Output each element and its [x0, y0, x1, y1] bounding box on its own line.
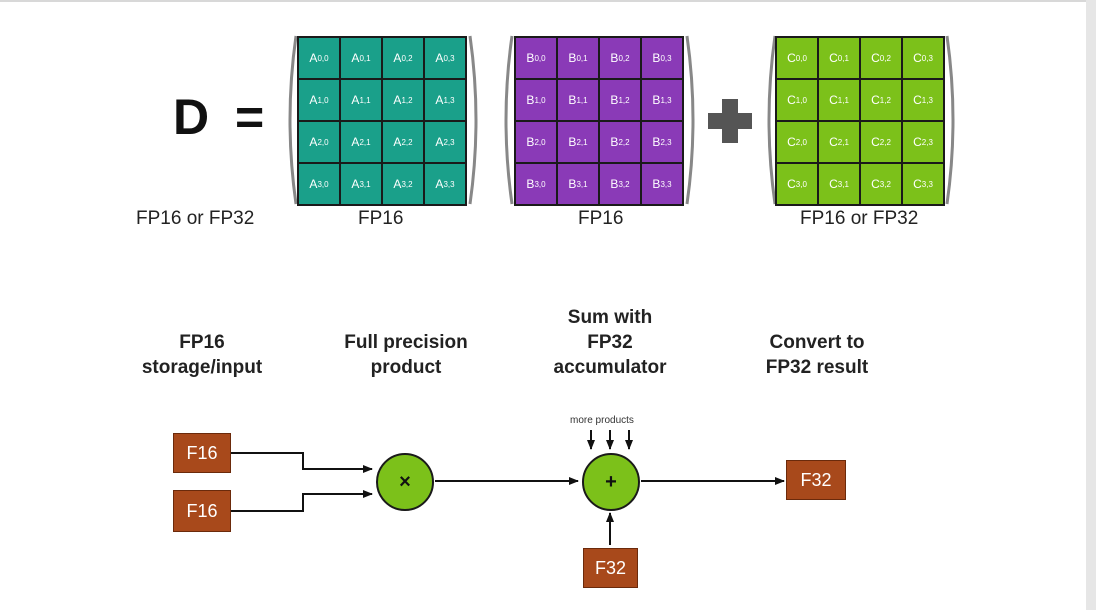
stage-convert-heading: Convert to FP32 result [752, 330, 882, 380]
left-paren-a [288, 35, 298, 205]
stage-product-line1: Full precision [344, 332, 468, 353]
wire-f16-bottom-to-multiply [231, 490, 373, 512]
accumulator-f32-box: F32 [583, 548, 638, 588]
stage-convert-line1: Convert to [769, 332, 865, 353]
stage-storage-heading: FP16 storage/input [137, 330, 267, 380]
stage-accumulate-heading: Sum with FP32 accumulator [545, 305, 675, 380]
right-paren-a [468, 35, 478, 205]
multiply-operator-icon: × [376, 453, 434, 511]
right-paren-b [685, 35, 695, 205]
stage-product-line2: product [370, 357, 442, 378]
result-type-label: FP16 or FP32 [136, 208, 255, 229]
stage-storage-line2: storage/input [141, 357, 263, 378]
output-f32-box: F32 [786, 460, 846, 500]
plus-sign-icon-vertical [722, 99, 738, 143]
left-paren-b [504, 35, 514, 205]
input-f16-bottom-box: F16 [173, 490, 231, 532]
right-paren-c [945, 35, 955, 205]
top-border [0, 0, 1086, 2]
stage-product-heading: Full precision product [336, 330, 476, 380]
result-d-label: D = [173, 89, 271, 145]
wire-f16-top-to-multiply [231, 452, 373, 473]
stage-storage-line1: FP16 [179, 332, 225, 353]
more-products-label: more products [570, 415, 634, 426]
add-operator-icon: + [582, 453, 640, 511]
left-paren-c [767, 35, 777, 205]
input-f16-top-box: F16 [173, 433, 231, 473]
matrix-c-type-label: FP16 or FP32 [800, 208, 919, 229]
stage-accumulate-line1: Sum with [567, 307, 653, 328]
stage-accumulate-line2: FP32 [587, 332, 633, 353]
stage-accumulate-line3: accumulator [553, 357, 667, 378]
scrollbar[interactable] [1086, 0, 1096, 610]
matrix-a-type-label: FP16 [358, 208, 404, 229]
stage-convert-line2: FP32 result [765, 357, 869, 378]
matrix-b-type-label: FP16 [578, 208, 624, 229]
